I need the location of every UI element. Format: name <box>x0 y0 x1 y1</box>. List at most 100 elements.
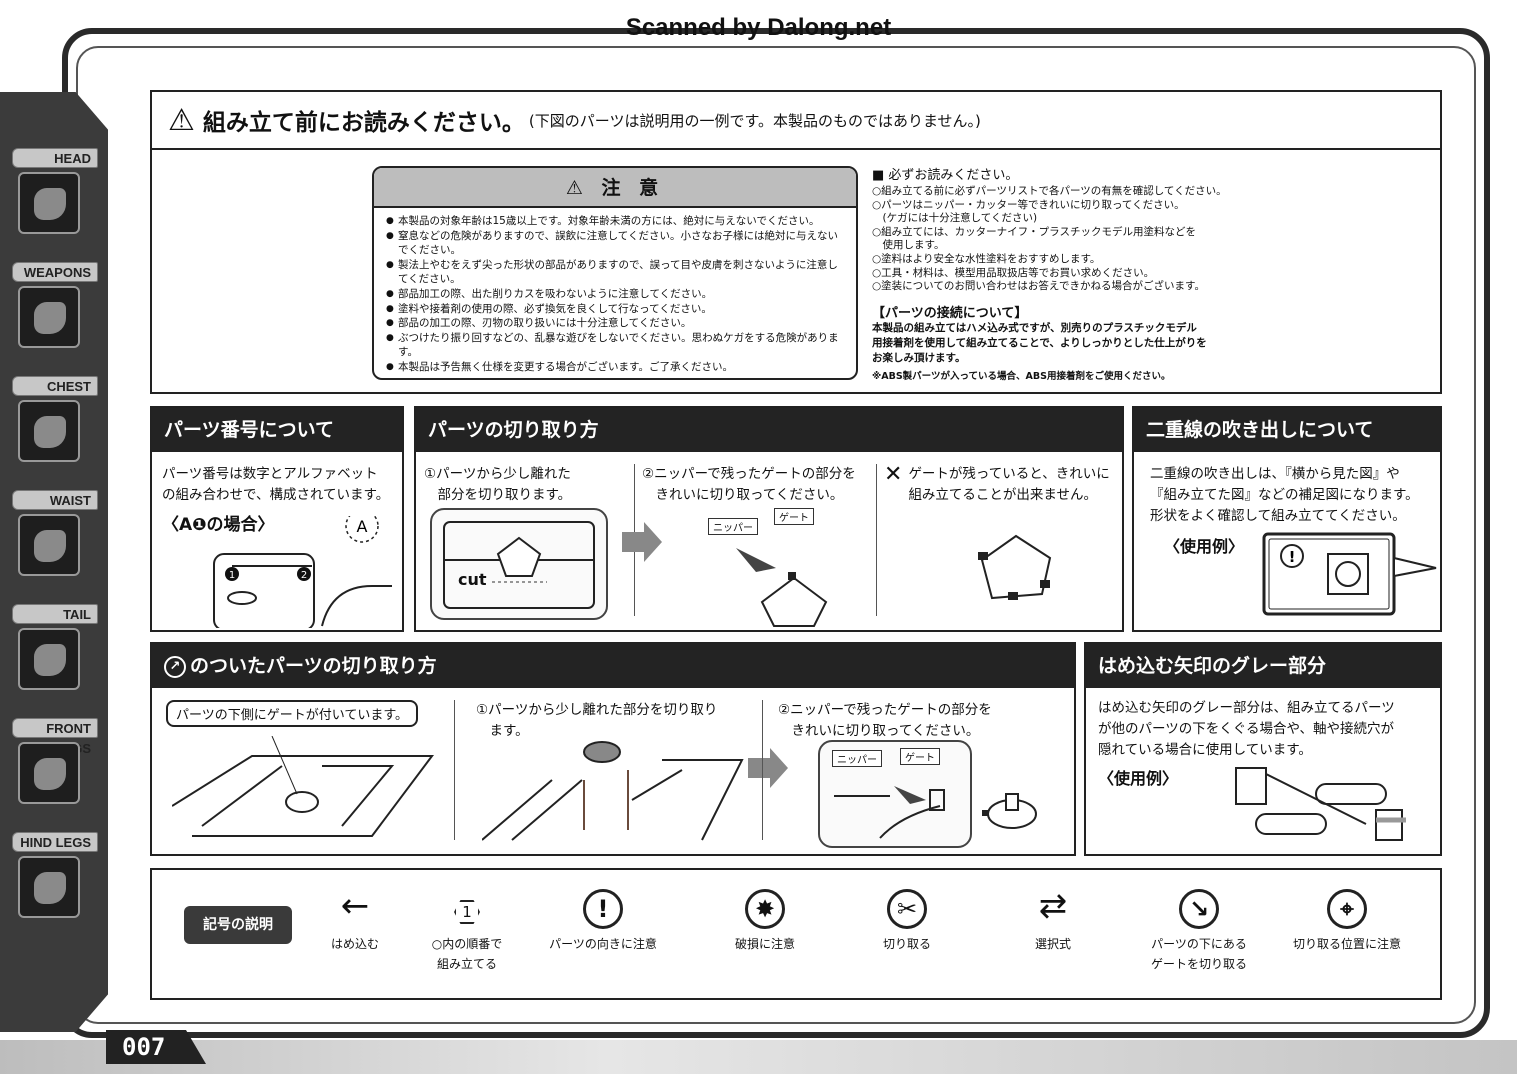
front-legs-part-icon <box>18 742 80 804</box>
bad-mark-icon: ✕ <box>884 462 903 487</box>
legend-item: ⌖ 切り取る位置に注意 <box>1272 884 1422 954</box>
sidebar-tab-waist[interactable]: WAIST <box>12 490 98 590</box>
grey-arrow-example-diagram <box>1235 767 1406 841</box>
connection-line: 本製品の組み立てはハメ込み式ですが、別売りのプラスチックモデル <box>872 321 1197 334</box>
must-read-notes: ■ 必ずお読みください。 ○組み立てる前に必ずパーツリストで各パーツの有無を確認… <box>872 164 1272 382</box>
caution-item: 部品加工の際、出た削りカスを吸わないように注意してください。 <box>386 287 846 302</box>
cut-label: cut <box>458 570 487 589</box>
double-line-bubble-panel: 二重線の吹き出しについて 二重線の吹き出しは、『横から見た図』や 『組み立てた図… <box>1132 406 1442 632</box>
step2-line: きれいに切り取ってください。 <box>642 487 844 503</box>
chest-part-icon <box>18 400 80 462</box>
step1-line: ①パーツから少し離れた部分を切り取り <box>476 702 718 718</box>
under-gate-icon: ↘ <box>1179 889 1219 929</box>
part-number-panel: パーツ番号について パーツ番号は数字とアルファベット の組み合わせで、構成されて… <box>150 406 404 632</box>
bad-result-diagram <box>978 534 1052 600</box>
sidebar-tab-label: WAIST <box>12 490 98 510</box>
gate-number: 1 <box>229 570 235 581</box>
divider <box>876 464 877 616</box>
orientation-warning-icon: ! <box>583 889 623 929</box>
legend-item: ✂ 切り取る <box>832 884 982 954</box>
legend-label: 選択式 <box>1034 937 1071 951</box>
legend-item: ! パーツの向きに注意 <box>528 884 678 954</box>
caution-list: 本製品の対象年齢は15歳以上です。対象年齢未満の方には、絶対に与えないでください… <box>374 208 856 375</box>
sidebar-tab-front-legs[interactable]: FRONT LEGS <box>12 718 98 818</box>
insert-arrow-icon: ← <box>340 886 370 926</box>
sidebar-tab-label: CHEST <box>12 376 98 396</box>
sidebar-tab-weapons[interactable]: WEAPONS <box>12 262 98 362</box>
read-before-assembly-box: ⚠ 組み立て前にお読みください。 (下図のパーツは説明用の一例です。本製品のもの… <box>150 90 1442 394</box>
step2-line: ②ニッパーで残ったゲートの部分を <box>778 702 992 718</box>
must-read-item: ○組み立てる前に必ずパーツリストで各パーツの有無を確認してください。 <box>872 185 1227 197</box>
caution-item: ぶつけたり振り回すなどの、乱暴な遊びをしないでください。思わぬケガをする危険があ… <box>386 331 846 360</box>
must-read-item: ○工具・材料は、模型用品取扱店等でお買い求めください。 <box>872 266 1155 279</box>
next-step-arrow-icon <box>622 522 662 562</box>
head-part-icon <box>18 172 80 234</box>
must-read-item: ○塗料はより安全な水性塗料をおすすめします。 <box>872 252 1101 265</box>
connection-line: 用接着剤を使用して組み立てることで、よりしっかりとした仕上がりを <box>872 336 1207 349</box>
sidebar-tab-label: TAIL <box>12 604 98 624</box>
example-label: 〈A❶の場合〉 <box>162 515 275 535</box>
caution-box: ⚠ 注 意 本製品の対象年齢は15歳以上です。対象年齢未満の方には、絶対に与えな… <box>372 166 858 380</box>
connection-note: ※ABS製パーツが入っている場合、ABS用接着剤をご使用ください。 <box>872 370 1171 382</box>
legend-label: 組み立てる <box>436 957 497 971</box>
gate-callout: パーツの下側にゲートが付いています。 <box>166 700 419 727</box>
runner-diagram: A 1 2 <box>213 516 392 628</box>
sidebar-tab-label: HEAD <box>12 148 98 168</box>
gate-label: ゲート <box>774 508 814 525</box>
finished-part-diagram <box>982 793 1037 829</box>
legend-label: パーツの向きに注意 <box>549 937 657 951</box>
panel-body-line: 形状をよく確認して組み立ててください。 <box>1150 508 1406 524</box>
next-step-arrow-icon <box>748 748 788 788</box>
hexagon-number-icon-wrap: 1 <box>392 884 542 928</box>
gate-mark-icon: ↗ <box>164 655 186 678</box>
gate-number: 2 <box>301 570 307 581</box>
legend-item: ← はめ込む <box>280 884 430 954</box>
grey-arrow-panel: はめ込む矢印のグレー部分 はめ込む矢印のグレー部分は、組み立てるパーツ が他のパ… <box>1084 642 1442 856</box>
warning-header: ⚠ 組み立て前にお読みください。 (下図のパーツは説明用の一例です。本製品のもの… <box>152 92 1440 150</box>
cut-position-icon-wrap: ⌖ <box>1272 884 1422 929</box>
panel-title: パーツ番号について <box>152 408 402 452</box>
waist-part-icon <box>18 514 80 576</box>
nipper-label: ニッパー <box>708 518 758 535</box>
panel-title: パーツの切り取り方 <box>416 408 1122 452</box>
legend-label: 切り取る <box>882 937 931 951</box>
cut-icon: ✂ <box>887 889 927 929</box>
legend-label: 破損に注意 <box>734 937 795 951</box>
nipper-detail-diagram: ニッパー ゲート <box>818 740 972 848</box>
scan-credit: Scanned by Dalong.net <box>625 14 892 41</box>
must-read-item: (ケガには十分注意してください) <box>872 212 1038 225</box>
must-read-item: ○組み立てには、カッターナイフ・プラスチックモデル用塗料などを <box>872 225 1196 238</box>
legend-label: ○内の順番で <box>431 937 503 951</box>
panel-body-line: 隠れている場合に使用しています。 <box>1098 742 1312 758</box>
section-sidebar: HEAD WEAPONS CHEST WAIST TAIL FRONT LEGS… <box>0 92 108 1032</box>
under-gate-icon-wrap: ↘ <box>1124 884 1274 929</box>
breakage-icon-wrap: ✸ <box>690 884 840 929</box>
caution-title-text: 注 意 <box>601 177 665 199</box>
warning-title: 組み立て前にお読みください。 <box>202 110 525 136</box>
bottom-decor-strip <box>0 1040 1517 1074</box>
cut-icon-wrap: ✂ <box>832 884 982 929</box>
example-label: 〈使用例〉 <box>1164 537 1245 556</box>
runner-underside-diagram <box>172 736 434 837</box>
sidebar-tab-head[interactable]: HEAD <box>12 148 98 248</box>
step2-line: きれいに切り取ってください。 <box>778 723 980 739</box>
weapons-part-icon <box>18 286 80 348</box>
sidebar-tab-tail[interactable]: TAIL <box>12 604 98 704</box>
svg-text:!: ! <box>1289 548 1296 566</box>
sidebar-tab-hind-legs[interactable]: HIND LEGS <box>12 832 98 932</box>
warning-subtitle: (下図のパーツは説明用の一例です。本製品のものではありません。) <box>528 111 981 130</box>
must-read-item: 使用します。 <box>872 239 945 252</box>
cutting-panel: パーツの切り取り方 ①パーツから少し離れた 部分を切り取ります。 cut ②ニッ… <box>414 406 1124 632</box>
sidebar-tab-chest[interactable]: CHEST <box>12 376 98 476</box>
bad-line: ゲートが残っていると、きれいに <box>908 466 1110 482</box>
bad-line: 組み立てることが出来ません。 <box>908 487 1098 503</box>
legend-item: ↘ パーツの下にある ゲートを切り取る <box>1124 884 1274 974</box>
warning-triangle-icon: ⚠ <box>168 102 195 138</box>
panel-body-line: の組み合わせで、構成されています。 <box>162 487 390 503</box>
runner-letter: A <box>357 517 368 536</box>
breakage-icon: ✸ <box>745 889 785 929</box>
connection-heading: 【パーツの接続について】 <box>872 305 1028 321</box>
gate-label: ゲート <box>900 748 940 765</box>
legend-label: ゲートを切り取る <box>1150 957 1247 971</box>
legend-item: ⇄ 選択式 <box>978 884 1128 954</box>
